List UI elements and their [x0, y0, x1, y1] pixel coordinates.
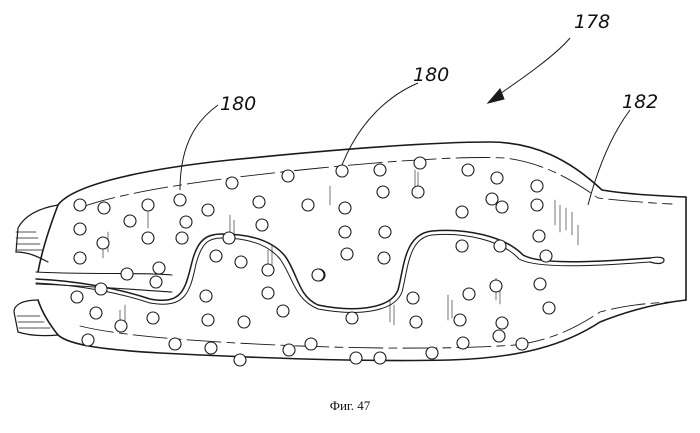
perforation-hole — [496, 201, 508, 213]
perforation-hole — [490, 280, 502, 292]
perforation-hole — [234, 354, 246, 366]
perforation-hole — [169, 338, 181, 350]
perforation-hole — [374, 164, 386, 176]
perforation-hole — [534, 278, 546, 290]
perforation-hole — [124, 215, 136, 227]
perforation-hole — [202, 204, 214, 216]
perforation-hole — [339, 202, 351, 214]
perforation-hole — [74, 223, 86, 235]
perforation-hole — [121, 268, 133, 280]
label-182: 182 — [622, 91, 658, 113]
perforation-hole — [494, 240, 506, 252]
perforation-hole — [147, 312, 159, 324]
perforation-hole — [210, 250, 222, 262]
label-180-left: 180 — [220, 93, 256, 115]
perforation-hole — [410, 316, 422, 328]
perforation-hole — [90, 307, 102, 319]
perforation-hole — [238, 316, 250, 328]
perforation-hole — [377, 186, 389, 198]
perforation-hole — [150, 276, 162, 288]
perforation-hole — [407, 292, 419, 304]
leader-180-left — [180, 105, 218, 190]
perforation-holes — [71, 157, 555, 366]
shading-strokes — [103, 170, 578, 330]
perforation-hole — [540, 250, 552, 262]
perforation-hole — [496, 317, 508, 329]
arrowhead-178 — [488, 89, 504, 103]
perforation-hole — [142, 199, 154, 211]
perforation-hole — [142, 232, 154, 244]
perforation-hole — [412, 186, 424, 198]
perforation-hole — [174, 194, 186, 206]
perforation-hole — [457, 337, 469, 349]
perforation-hole — [200, 290, 212, 302]
perforation-hole — [341, 248, 353, 260]
perforation-hole — [262, 287, 274, 299]
left-notch-bottom — [38, 300, 58, 335]
perforation-hole — [97, 237, 109, 249]
leader-180-top — [342, 83, 418, 165]
figure-caption: Фиг. 47 — [0, 398, 700, 414]
inner-contour-bottom — [80, 302, 672, 348]
perforation-hole — [262, 264, 274, 276]
perforation-hole — [176, 232, 188, 244]
label-180-top: 180 — [413, 64, 449, 86]
perforation-hole — [454, 314, 466, 326]
perforation-hole — [379, 226, 391, 238]
perforation-hole — [205, 342, 217, 354]
perforation-hole — [180, 216, 192, 228]
perforation-hole — [74, 199, 86, 211]
perforation-hole — [277, 305, 289, 317]
seam-left-top — [36, 272, 172, 275]
perforation-hole — [533, 230, 545, 242]
figure-drawing: 178 180 180 182 — [0, 0, 700, 400]
perforation-hole — [350, 352, 362, 364]
perforation-hole — [374, 352, 386, 364]
perforation-hole — [95, 283, 107, 295]
perforation-hole — [339, 226, 351, 238]
perforation-hole — [226, 177, 238, 189]
body-outline — [58, 142, 686, 205]
label-178: 178 — [574, 11, 610, 33]
perforation-hole — [283, 344, 295, 356]
perforation-hole — [74, 252, 86, 264]
slit-tip — [650, 257, 664, 263]
perforation-hole — [456, 240, 468, 252]
perforation-hole — [282, 170, 294, 182]
perforation-hole — [426, 347, 438, 359]
perforation-hole — [336, 165, 348, 177]
perforation-hole — [346, 312, 358, 324]
perforation-hole — [71, 291, 83, 303]
perforation-hole — [305, 338, 317, 350]
perforation-hole — [543, 302, 555, 314]
perforation-hole — [153, 262, 165, 274]
perforation-hole — [456, 206, 468, 218]
perforation-hole — [312, 269, 324, 281]
perforation-hole — [463, 288, 475, 300]
perforation-hole — [486, 193, 498, 205]
perforation-hole — [302, 199, 314, 211]
body-outline-lower — [58, 300, 686, 361]
perforation-hole — [253, 196, 265, 208]
perforation-hole — [82, 334, 94, 346]
perforation-hole — [493, 330, 505, 342]
perforation-hole — [202, 314, 214, 326]
perforation-hole — [414, 157, 426, 169]
perforation-hole — [491, 172, 503, 184]
perforation-hole — [378, 252, 390, 264]
perforation-hole — [115, 320, 127, 332]
perforation-hole — [462, 164, 474, 176]
leader-178-arrow — [494, 38, 570, 98]
perforation-hole — [223, 232, 235, 244]
perforation-hole — [516, 338, 528, 350]
perforation-hole — [98, 202, 110, 214]
perforation-hole — [531, 180, 543, 192]
perforation-hole — [256, 219, 268, 231]
perforation-hole — [235, 256, 247, 268]
perforation-hole — [531, 199, 543, 211]
leader-lines — [180, 38, 630, 205]
